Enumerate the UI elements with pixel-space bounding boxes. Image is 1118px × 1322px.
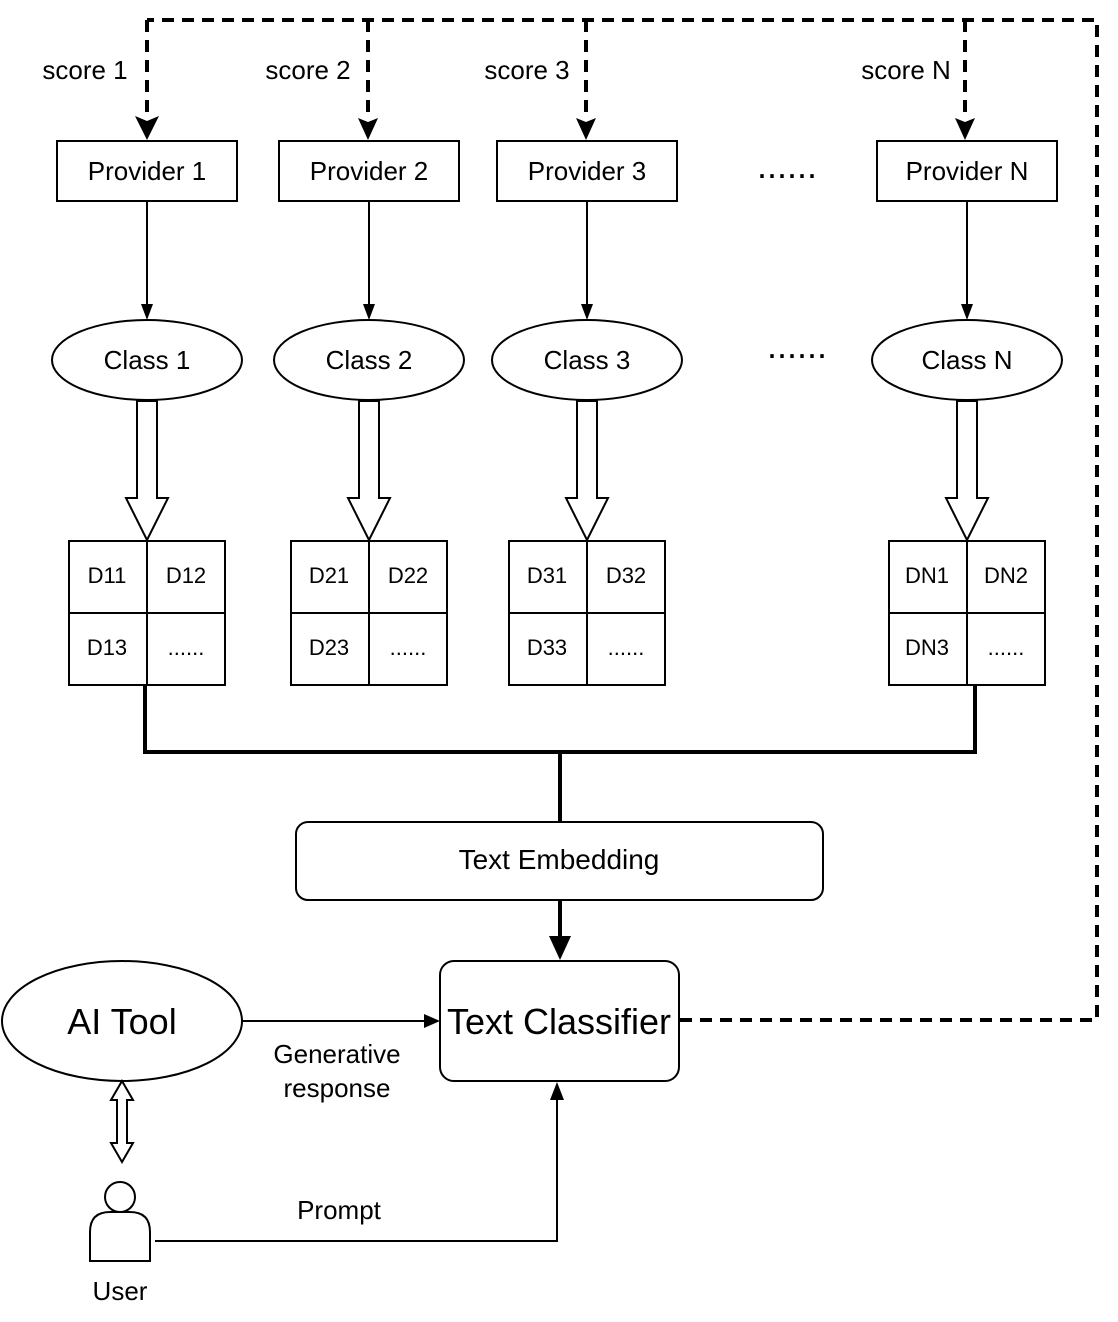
data-cell: D12 <box>166 563 206 588</box>
score-label: score 3 <box>484 55 569 85</box>
generative-response-label: response <box>284 1073 391 1103</box>
data-cell: DN2 <box>984 563 1028 588</box>
data-cell: D23 <box>309 635 349 660</box>
data-grid: D11 D12 D13 ...... <box>68 540 226 686</box>
text-embedding-label: Text Embedding <box>459 844 660 875</box>
ai-tool-label: AI Tool <box>67 1001 176 1042</box>
provider-label: Provider N <box>906 156 1029 186</box>
data-cell: D32 <box>606 563 646 588</box>
user-icon <box>89 1181 151 1262</box>
provider-label: Provider 2 <box>310 156 429 186</box>
provider-to-class-arrows <box>141 201 973 320</box>
provider-box: Provider 3 <box>496 140 678 202</box>
data-cell: ...... <box>168 635 205 660</box>
provider-label: Provider 3 <box>528 156 647 186</box>
score-label: score 1 <box>42 55 127 85</box>
data-cell: ...... <box>390 635 427 660</box>
data-cell: ...... <box>988 635 1025 660</box>
score-label: score N <box>861 55 951 85</box>
score-arrowhead <box>955 118 975 140</box>
prompt-arrow <box>155 1082 564 1242</box>
score-arrowhead <box>135 116 159 140</box>
class-node: Class 3 <box>491 319 683 401</box>
class-ellipsis: ...... <box>767 325 827 366</box>
generative-response-label: Generative <box>273 1039 400 1069</box>
score-arrowhead <box>358 118 378 140</box>
data-cell: D22 <box>388 563 428 588</box>
score-arrowhead <box>576 118 596 140</box>
score-feedback-loop <box>135 18 1099 1022</box>
data-cell: DN3 <box>905 635 949 660</box>
ai-tool-user-double-arrow <box>109 1079 135 1164</box>
provider-box: Provider 1 <box>56 140 238 202</box>
ai-tool-to-classifier-arrow <box>242 1014 440 1028</box>
prompt-label: Prompt <box>297 1195 382 1225</box>
merge-bracket <box>143 685 977 821</box>
provider-label: Provider 1 <box>88 156 207 186</box>
data-cell: D33 <box>527 635 567 660</box>
data-cell: D31 <box>527 563 567 588</box>
data-grid: D21 D22 D23 ...... <box>290 540 448 686</box>
text-embedding-box: Text Embedding <box>295 821 824 901</box>
provider-ellipsis: ...... <box>757 145 817 186</box>
data-cell: DN1 <box>905 563 949 588</box>
class-label: Class N <box>921 345 1012 375</box>
embedding-to-classifier-arrow <box>549 900 571 960</box>
provider-box: Provider N <box>876 140 1058 202</box>
text-classifier-box: Text Classifier <box>439 960 680 1082</box>
user-label: User <box>93 1276 148 1306</box>
text-classifier-label: Text Classifier <box>447 1001 671 1042</box>
class-label: Class 1 <box>104 345 191 375</box>
data-cell: ...... <box>608 635 645 660</box>
class-node: Class N <box>871 319 1063 401</box>
class-label: Class 2 <box>326 345 413 375</box>
provider-box: Provider 2 <box>278 140 460 202</box>
data-cell: D13 <box>87 635 127 660</box>
data-cell: D21 <box>309 563 349 588</box>
score-label: score 2 <box>265 55 350 85</box>
class-node: Class 2 <box>273 319 465 401</box>
class-node: Class 1 <box>51 319 243 401</box>
data-cell: D11 <box>88 563 127 588</box>
ai-tool-node: AI Tool <box>1 960 243 1082</box>
data-grid: DN1 DN2 DN3 ...... <box>888 540 1046 686</box>
class-label: Class 3 <box>544 345 631 375</box>
class-to-data-arrows <box>124 400 990 543</box>
data-grid: D31 D32 D33 ...... <box>508 540 666 686</box>
